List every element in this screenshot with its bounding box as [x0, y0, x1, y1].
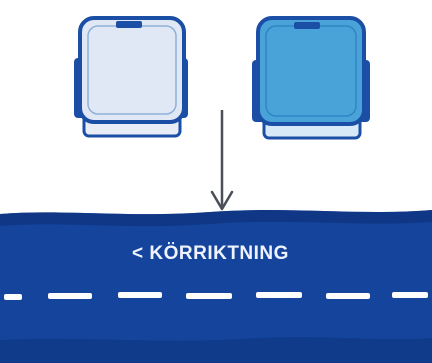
road-icon	[0, 210, 432, 363]
lane-dash	[48, 293, 92, 299]
lane-dash	[326, 293, 370, 299]
lane-dash	[256, 292, 302, 298]
right-bin-icon	[252, 16, 370, 140]
lane-dash	[186, 293, 232, 299]
lane-dash	[4, 294, 22, 300]
left-bin-icon	[74, 16, 188, 138]
lane-markings	[4, 292, 428, 300]
driving-direction-label: < KÖRRIKTNING	[132, 243, 289, 264]
lane-dash	[392, 292, 428, 298]
lane-dash	[118, 292, 162, 298]
arrow-down-icon	[210, 110, 234, 211]
